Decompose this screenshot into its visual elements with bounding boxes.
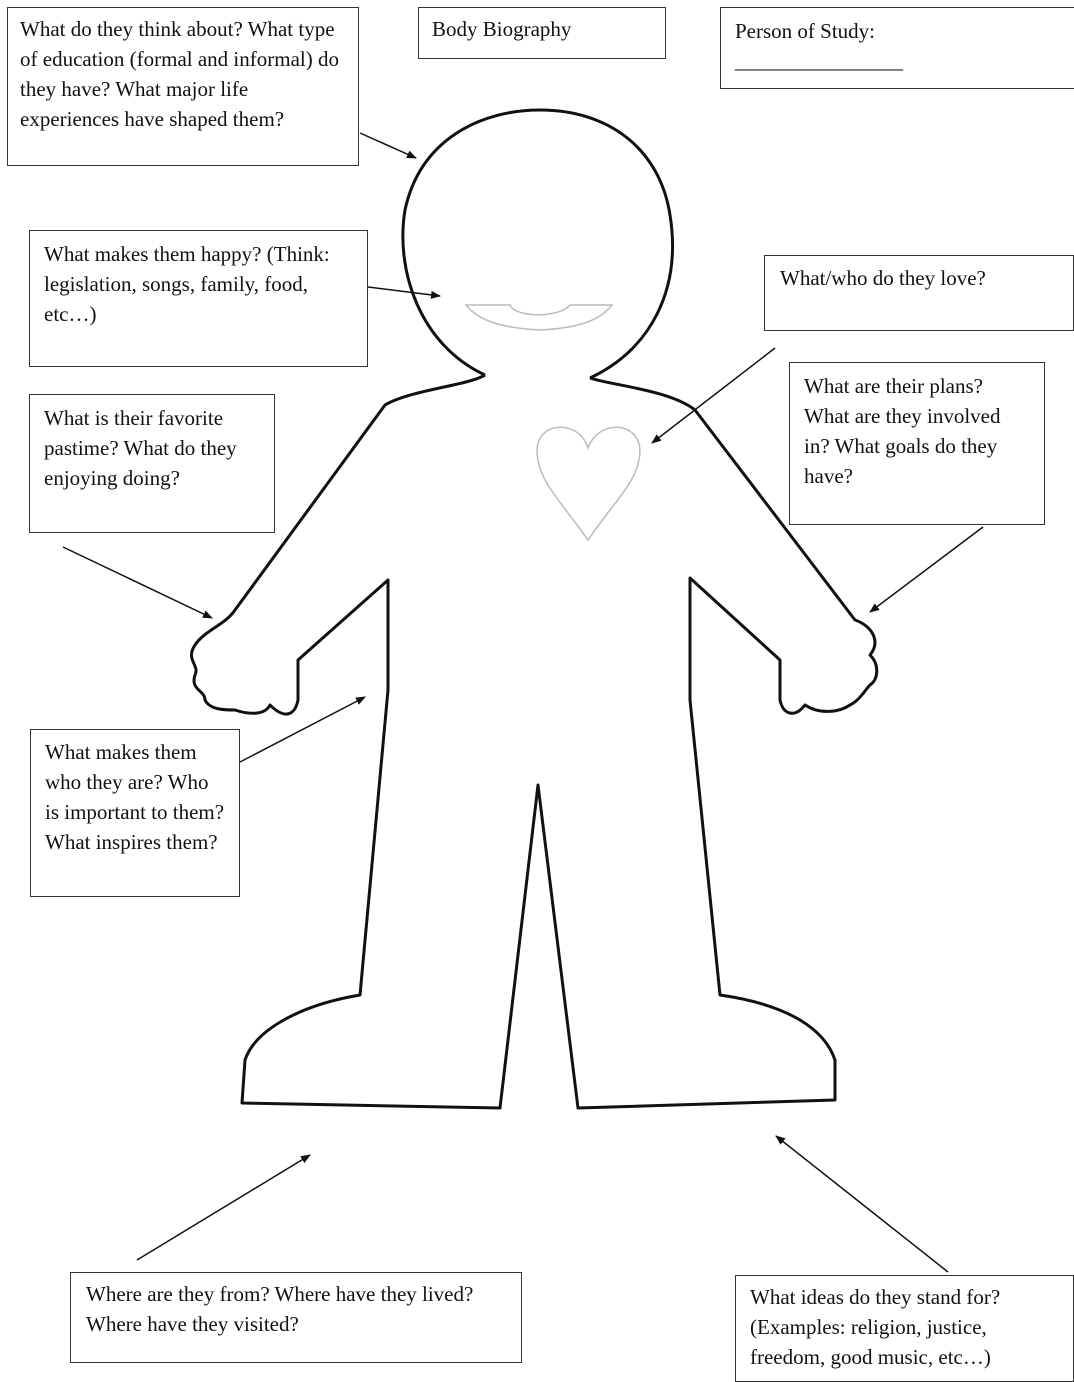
person-of-study-box: Person of Study: ________________ (720, 7, 1074, 89)
arrow-plans (870, 527, 983, 612)
prompt-ideals-text: What ideas do they stand for? (Examples:… (750, 1282, 1059, 1372)
heart-outline (537, 427, 640, 540)
arrow-ideals (776, 1136, 948, 1272)
prompt-origin-text: Where are they from? Where have they liv… (86, 1279, 506, 1339)
prompt-box-happy: What makes them happy? (Think: legislati… (29, 230, 368, 367)
person-of-study-blank[interactable]: ________________ (735, 46, 1063, 76)
prompt-love-text: What/who do they love? (780, 263, 1058, 293)
prompt-box-pastime: What is their favorite pastime? What do … (29, 394, 275, 533)
prompt-box-love: What/who do they love? (764, 255, 1074, 331)
prompt-box-plans: What are their plans? What are they invo… (789, 362, 1045, 525)
arrow-mind (360, 133, 416, 158)
page-title: Body Biography (432, 14, 652, 44)
smile-outline (466, 305, 612, 330)
arrow-happy (368, 287, 440, 296)
arrow-origin (137, 1155, 310, 1260)
prompt-box-origin: Where are they from? Where have they liv… (70, 1272, 522, 1363)
arrow-identity (240, 697, 365, 762)
prompt-mind-text: What do they think about? What type of e… (20, 14, 346, 134)
head-outline (403, 110, 673, 378)
title-box: Body Biography (418, 7, 666, 59)
body-outline (191, 375, 876, 1108)
arrow-love (652, 348, 775, 443)
prompt-happy-text: What makes them happy? (Think: legislati… (44, 239, 353, 329)
prompt-plans-text: What are their plans? What are they invo… (804, 371, 1030, 491)
prompt-box-ideals: What ideas do they stand for? (Examples:… (735, 1275, 1074, 1382)
prompt-pastime-text: What is their favorite pastime? What do … (44, 403, 260, 493)
prompt-box-mind: What do they think about? What type of e… (7, 7, 359, 166)
prompt-identity-text: What makes them who they are? Who is imp… (45, 737, 225, 857)
arrow-pastime (63, 547, 212, 618)
prompt-box-identity: What makes them who they are? Who is imp… (30, 729, 240, 897)
person-of-study-label: Person of Study: (735, 16, 1063, 46)
